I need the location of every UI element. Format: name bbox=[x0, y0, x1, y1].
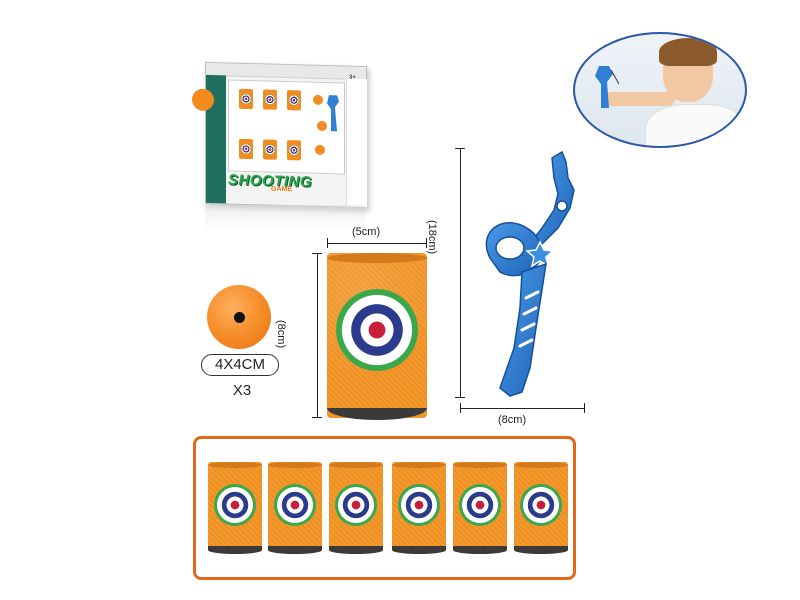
target-icon bbox=[520, 484, 562, 526]
can-top bbox=[208, 462, 262, 468]
package-can bbox=[239, 138, 253, 160]
package-right-panel bbox=[346, 78, 367, 208]
ball-size-label: 4X4CM bbox=[201, 354, 279, 376]
can-bottom bbox=[208, 546, 262, 554]
package-can bbox=[239, 88, 253, 110]
can-bottom bbox=[392, 546, 446, 554]
kid-arm bbox=[605, 92, 675, 106]
slingshot-width-tick bbox=[584, 403, 585, 413]
target-can bbox=[268, 462, 322, 554]
can-bottom bbox=[327, 408, 427, 420]
can-top bbox=[392, 462, 446, 468]
package-reflection bbox=[205, 205, 365, 233]
package-side-panel bbox=[192, 74, 226, 204]
target-icon bbox=[265, 144, 275, 155]
package-can bbox=[263, 89, 277, 110]
kid-photo bbox=[573, 32, 747, 148]
target-can bbox=[392, 462, 446, 554]
package-can bbox=[263, 139, 277, 160]
target-can bbox=[329, 462, 383, 554]
can-top bbox=[514, 462, 568, 468]
target-icon bbox=[336, 289, 418, 371]
target-icon bbox=[459, 484, 501, 526]
product-package: 3+ SHOOTING GAME bbox=[192, 61, 367, 209]
kid-hair bbox=[659, 38, 717, 66]
can-width-line bbox=[327, 243, 427, 244]
slingshot-icon bbox=[327, 95, 339, 132]
package-top bbox=[206, 62, 366, 81]
can-top bbox=[268, 462, 322, 468]
can-height-line bbox=[317, 253, 318, 418]
foam-ball bbox=[207, 285, 271, 349]
can-height-tick bbox=[312, 417, 322, 418]
can-height-tick bbox=[312, 253, 322, 254]
target-icon bbox=[214, 484, 256, 526]
slingshot-height-label: (18cm) bbox=[426, 220, 438, 255]
target-can bbox=[453, 462, 507, 554]
slingshot-width-line bbox=[460, 408, 585, 409]
can-top bbox=[329, 462, 383, 468]
package-ball bbox=[313, 94, 323, 105]
target-icon bbox=[289, 145, 299, 156]
slingshot-height-tick bbox=[455, 397, 465, 398]
slingshot-width-label: (8cm) bbox=[498, 414, 527, 426]
package-can bbox=[287, 140, 301, 161]
target-can bbox=[514, 462, 568, 554]
slingshot-icon bbox=[595, 66, 619, 108]
can-bottom bbox=[453, 546, 507, 554]
package-logo-sub: GAME bbox=[271, 185, 292, 194]
package-ball-graphic bbox=[192, 88, 214, 112]
can-set-box bbox=[193, 436, 576, 580]
target-icon bbox=[398, 484, 440, 526]
target-icon bbox=[265, 94, 275, 105]
can-width-tick bbox=[426, 238, 427, 248]
can-top bbox=[327, 253, 427, 263]
can-width-label: (5cm) bbox=[352, 226, 381, 238]
age-label: 3+ bbox=[349, 74, 356, 81]
can-height-label: (8cm) bbox=[275, 320, 287, 349]
can-bottom bbox=[268, 546, 322, 554]
ball-hole bbox=[234, 312, 245, 323]
can-top bbox=[453, 462, 507, 468]
target-can bbox=[327, 253, 427, 420]
kid-shirt bbox=[645, 104, 745, 146]
can-bottom bbox=[329, 546, 383, 554]
target-icon bbox=[274, 484, 316, 526]
target-can bbox=[208, 462, 262, 554]
slingshot-height-line bbox=[460, 148, 461, 398]
can-width-tick bbox=[327, 238, 328, 248]
target-icon bbox=[335, 484, 377, 526]
package-ball bbox=[315, 144, 325, 156]
package-can bbox=[287, 90, 301, 111]
target-icon bbox=[289, 95, 299, 106]
slingshot-height-tick bbox=[455, 148, 465, 149]
slingshot-width-tick bbox=[460, 403, 461, 413]
can-bottom bbox=[514, 546, 568, 554]
package-window bbox=[228, 79, 345, 175]
slingshot-icon bbox=[485, 150, 575, 397]
package-logo: SHOOTING bbox=[228, 171, 313, 191]
target-icon bbox=[241, 143, 251, 155]
target-icon bbox=[241, 93, 251, 105]
ball-quantity: X3 bbox=[232, 382, 252, 399]
